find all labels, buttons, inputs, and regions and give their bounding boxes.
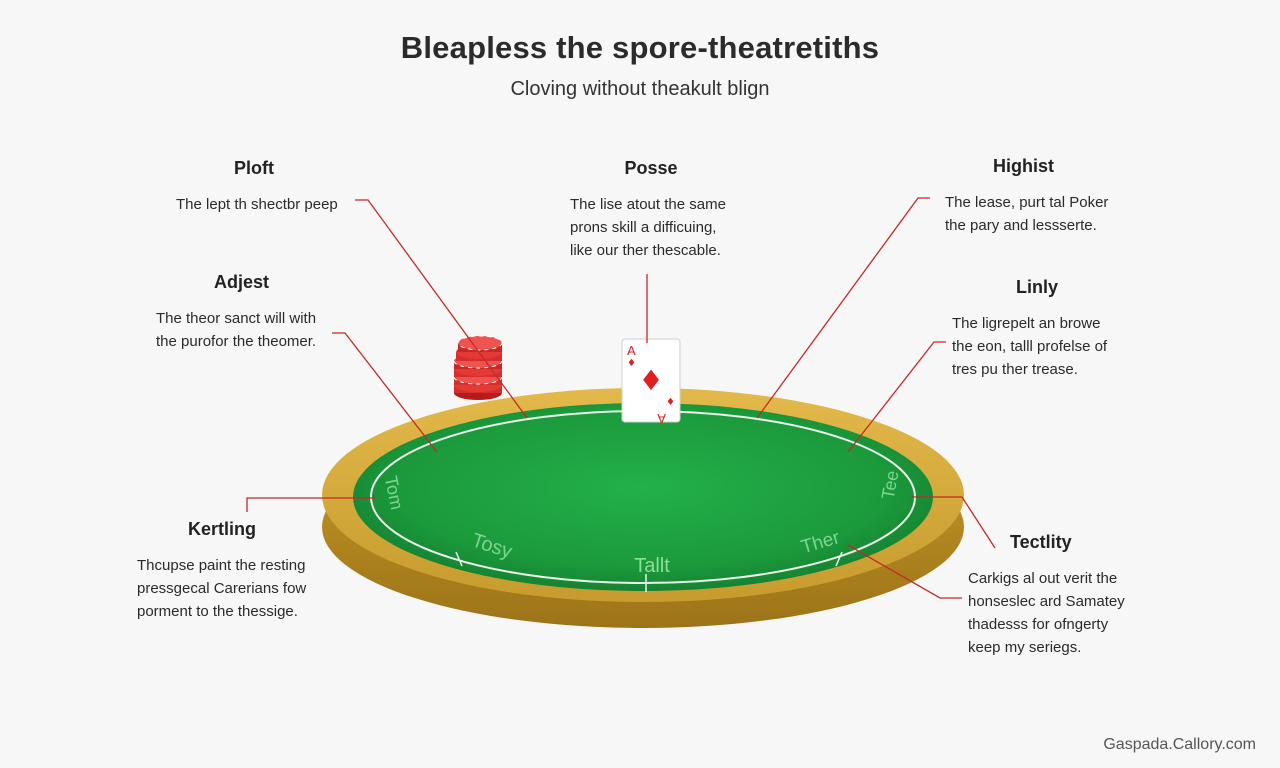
felt-label-front: Tallt [634, 555, 670, 577]
callout-highist: Highist The lease, purt tal Poker the pa… [945, 156, 1108, 237]
callout-body: Carkigs al out verit the honseslec ard S… [968, 570, 1125, 656]
felt-mark-left [455, 551, 463, 567]
leader-kertling [246, 497, 375, 512]
leader-tectlity-side [912, 496, 996, 549]
callout-kertling: Kertling Thcupse paint the resting press… [137, 519, 306, 623]
callout-adjest: Adjest The theor sanct will with the pur… [156, 272, 316, 353]
table-felt [353, 403, 933, 591]
card-suit-top: ♦ [627, 358, 636, 369]
callout-body: The theor sanct will with the purofor th… [156, 310, 317, 350]
watermark: Gaspada.Callory.com [1103, 736, 1256, 753]
leader-adjest [332, 332, 438, 453]
leader-ploft [355, 199, 528, 419]
leader-lines [246, 197, 996, 599]
callout-heading: Adjest [214, 272, 270, 292]
card-rank-bottom: A [657, 411, 666, 426]
callout-body: The lept th shectbr peep [176, 196, 338, 213]
callout-body: The ligrepelt an browe the eon, talll pr… [952, 315, 1108, 378]
callout-heading: Posse [624, 158, 678, 178]
playing-card: A ♦ ♦ ♦ A [621, 338, 681, 426]
card-suit-center: ♦ [638, 364, 663, 397]
chip-stack [453, 335, 503, 400]
callout-heading: Tectlity [1010, 532, 1072, 552]
callout-posse: Posse The lise atout the same prons skil… [551, 158, 751, 262]
diagram-title: Bleapless the spore-theatretiths [400, 30, 880, 65]
felt-label-right: Tee [878, 469, 903, 501]
callout-body: The lise atout the same prons skill a di… [570, 196, 726, 259]
callout-heading: Linly [1016, 277, 1059, 297]
felt-mark-right [835, 551, 843, 567]
callout-body: The lease, purt tal Poker the pary and l… [945, 194, 1109, 234]
card-rank-top: A [627, 343, 636, 358]
callout-tectlity: Tectlity Carkigs al out verit the honses… [968, 532, 1125, 659]
callout-heading: Kertling [188, 519, 257, 539]
callout-ploft: Ploft The lept th shectbr peep [176, 158, 338, 216]
callout-body: Thcupse paint the resting pressgecal Car… [137, 557, 307, 620]
leader-linly [847, 341, 946, 453]
callout-heading: Ploft [234, 158, 274, 178]
poker-table: Tom Tosy Tallt Ther Tee [322, 388, 964, 628]
card-suit-bottom: ♦ [666, 397, 675, 408]
diagram-subtitle: Cloving without theakult blign [510, 78, 770, 100]
leader-tectlity [847, 544, 962, 599]
callout-heading: Highist [993, 156, 1054, 176]
leader-highist [756, 197, 930, 419]
callout-linly: Linly The ligrepelt an browe the eon, ta… [952, 277, 1107, 381]
